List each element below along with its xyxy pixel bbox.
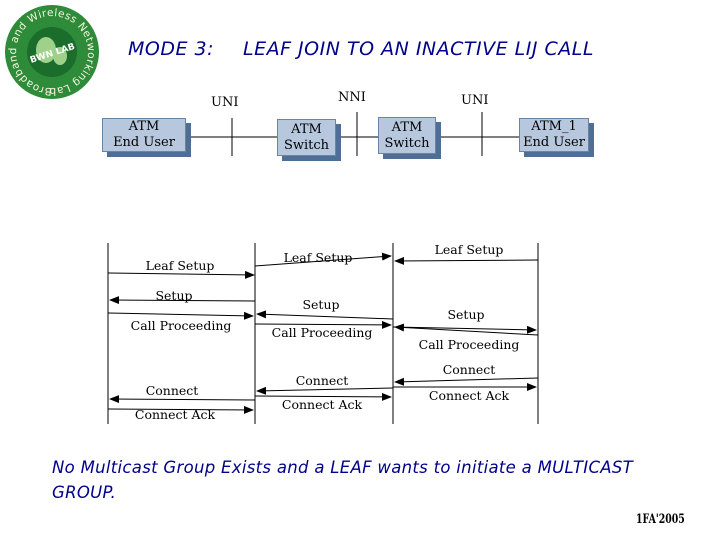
msg-leaf-setup-1: Leaf Setup — [145, 258, 215, 273]
arrow-setup-3 — [392, 325, 537, 334]
msg-connect-ack-2: Connect Ack — [281, 397, 363, 412]
nni-label: NNI — [338, 90, 366, 105]
msg-call-proc-2: Call Proceeding — [271, 325, 373, 340]
entity-line2: Switch — [384, 135, 430, 151]
footer-caption: No Multicast Group Exists and a LEAF wan… — [52, 458, 634, 502]
entity-line2: End User — [113, 135, 175, 150]
msg-leaf-setup-2: Leaf Setup — [283, 250, 353, 265]
arrow-call-proc-3 — [394, 323, 539, 336]
arrow-connect-ack-1 — [107, 405, 254, 414]
msg-connect-ack-3: Connect Ack — [428, 388, 510, 403]
arrow-call-proc-2 — [254, 320, 392, 329]
arrow-leaf-setup-1 — [107, 270, 255, 279]
arrow-connect-ack-2 — [254, 392, 392, 401]
arrow-connect-2 — [256, 386, 394, 395]
msg-connect-2: Connect — [295, 373, 349, 388]
arrow-leaf-setup-3 — [394, 256, 539, 265]
entity-line1: ATM — [128, 119, 160, 134]
msg-connect-3: Connect — [442, 362, 496, 377]
entity-line1: ATM_1 — [531, 119, 577, 134]
entity-line1: ATM — [391, 119, 423, 135]
msg-setup-3: Setup — [447, 307, 485, 322]
uni-right-label: UNI — [461, 93, 489, 108]
msg-call-proc-3: Call Proceeding — [418, 337, 520, 352]
arrow-connect-1 — [109, 395, 256, 404]
msg-setup-1: Setup — [155, 288, 193, 303]
lab-logo: Broadband and Wireless Networking Labora… — [0, 0, 102, 100]
entity-line1: ATM — [291, 121, 322, 137]
msg-leaf-setup-3: Leaf Setup — [434, 242, 504, 257]
arrow-call-proc-1 — [107, 311, 254, 320]
arrow-setup-1 — [109, 296, 256, 305]
signature: 1FA'2005 — [636, 512, 685, 527]
mode-label: MODE 3: — [128, 38, 215, 60]
msg-setup-2: Setup — [302, 297, 340, 312]
arrow-leaf-setup-2 — [254, 252, 392, 267]
msg-connect-1: Connect — [145, 383, 199, 398]
msg-connect-ack-1: Connect Ack — [134, 407, 216, 422]
arrow-setup-2 — [256, 310, 394, 320]
page-title: LEAF JOIN TO AN INACTIVE LIJ CALL — [243, 38, 594, 60]
uni-left-label: UNI — [211, 95, 239, 110]
arrow-connect-3 — [394, 377, 539, 386]
entity-line2: Switch — [283, 137, 330, 153]
entity-line2: End User — [523, 135, 585, 150]
msg-call-proc-1: Call Proceeding — [130, 318, 232, 333]
